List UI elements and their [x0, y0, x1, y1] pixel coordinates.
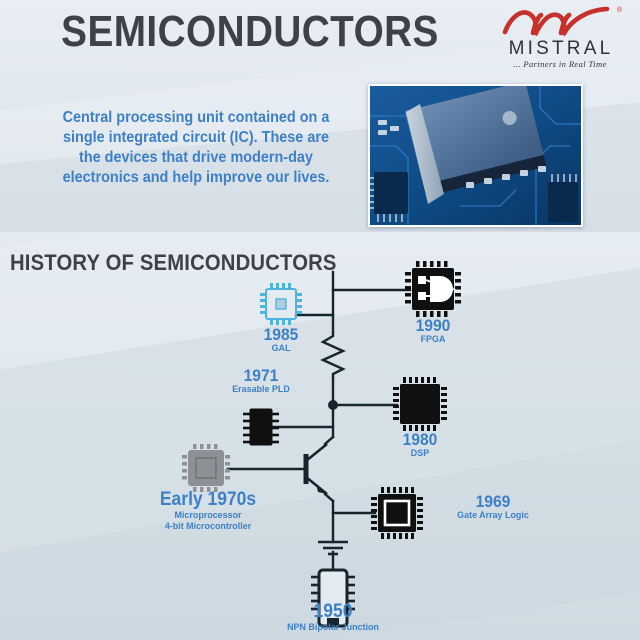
chip-outline-cyan-icon [260, 283, 302, 325]
circuit-board-photo [368, 84, 583, 227]
timeline-desc: NPN Bipolar Junction [287, 622, 379, 633]
timeline-year: 1950 [313, 601, 353, 622]
npn-transistor-symbol [303, 442, 328, 496]
timeline-desc: Gate Array Logic [457, 510, 529, 521]
registered-trademark-icon: ® [616, 7, 622, 14]
logo-wordmark: MISTRAL [508, 38, 614, 59]
mistral-swoosh-icon [502, 6, 610, 37]
timeline-year: 1985 [263, 325, 299, 344]
timeline-node-1950: 1950 NPN Bipolar Junction [268, 601, 398, 634]
timeline-year: 1980 [402, 430, 438, 449]
timeline-year: Early 1970s [159, 489, 257, 510]
chip-gray-icon [182, 444, 230, 492]
chip-square-frame-icon [371, 487, 423, 539]
timeline-desc: GAL [271, 343, 291, 354]
chip-logic-gate-icon [405, 261, 461, 317]
circuit-diagram [182, 261, 461, 628]
qfp-chip-icon [393, 377, 447, 431]
timeline-node-1969: 1969 Gate Array Logic [428, 493, 558, 521]
timeline-node-1990: 1990 FPGA [398, 317, 468, 345]
timeline-node-early-1970s: Early 1970s Microprocessor 4-bit Microco… [128, 489, 288, 533]
timeline-year: 1971 [243, 366, 279, 385]
photo-artwork [370, 86, 581, 225]
timeline-desc: Erasable PLD [232, 384, 290, 395]
dip-vertical-icon [311, 568, 355, 628]
dip-chip-icon [243, 408, 279, 446]
timeline-node-1971: 1971 Erasable PLD [206, 367, 316, 395]
intro-paragraph: Central processing unit contained on a s… [62, 109, 330, 186]
junction-dot [328, 400, 338, 410]
logo-tagline: ... Partners in Real Time [513, 59, 607, 69]
timeline-year: 1969 [475, 492, 511, 511]
timeline-desc: FPGA [420, 334, 446, 345]
section-title: HISTORY OF SEMICONDUCTORS [10, 250, 337, 275]
timeline-desc: Microprocessor 4-bit Microcontroller [164, 510, 252, 532]
header-section: SEMICONDUCTORS Central processing unit c… [0, 0, 640, 232]
page-title: SEMICONDUCTORS [61, 7, 439, 56]
mistral-logo: ® MISTRAL ... Partners in Real Time [497, 6, 623, 72]
resistor-symbol [320, 332, 346, 378]
timeline-node-1980: 1980 DSP [385, 431, 455, 459]
ground-symbol [318, 540, 348, 556]
timeline-desc: DSP [410, 448, 430, 459]
timeline-year: 1990 [415, 316, 451, 335]
timeline-node-1985: 1985 GAL [246, 326, 316, 354]
history-section: HISTORY OF SEMICONDUCTORS [0, 232, 640, 640]
